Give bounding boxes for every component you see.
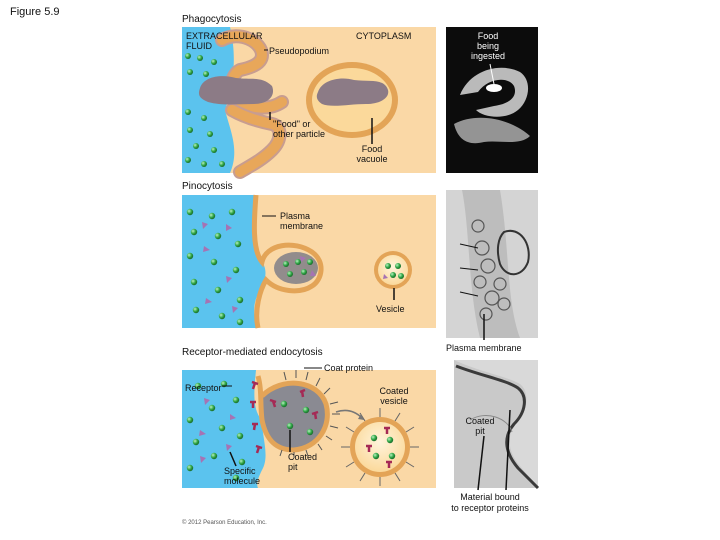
pinocytosis-panel (182, 190, 538, 340)
food-ingested-label-line1: Food (477, 31, 499, 41)
micrograph-coated-pit-label-line1: Coated (465, 416, 495, 426)
coated-pit-label-line2: pit (288, 462, 298, 472)
plasma-membrane-pino (251, 194, 324, 329)
plasma-membrane-label-line2: membrane (280, 221, 324, 231)
copyright-notice: © 2012 Pearson Education, Inc. (182, 520, 267, 526)
extracellular-fluid-2 (182, 195, 266, 328)
food-particle-label-line1: "Food" or (273, 119, 311, 129)
pseudopodium-membrane (217, 31, 287, 113)
food-particle (198, 76, 274, 105)
figure-label: Figure 5.9 (10, 6, 60, 18)
food-particle-label-line2: other particle (273, 129, 326, 139)
receptor-label: Receptor (185, 383, 222, 393)
micrograph-plasma-membrane-label: Plasma membrane (446, 343, 522, 353)
micrograph-coated-pit-label-line2: pit (475, 426, 485, 436)
food-ingested-label-line3: ingested (470, 51, 506, 61)
coat-proteins-vesicle (341, 408, 419, 486)
plasma-membrane-label-line1: Plasma (280, 211, 311, 221)
extracellular-molecules-2 (186, 208, 244, 326)
receptor-mediated-title: Receptor-mediated endocytosis (182, 347, 323, 358)
specific-molecule-label-line1: Specific (224, 466, 256, 476)
vesicle-label: Vesicle (376, 304, 405, 314)
food-ingested-label-line2: being (476, 41, 500, 51)
cytoplasm-label: CYTOPLASM (356, 31, 412, 41)
extracellular-molecules-3 (186, 380, 314, 482)
coat-proteins-pit (279, 370, 340, 458)
material-bound-label-line2: to receptor proteins (451, 503, 529, 513)
specific-molecule-label-line2: molecule (224, 476, 261, 486)
receptor-mediated-panel (182, 360, 540, 491)
food-vacuole-label-line2: vacuole (356, 154, 388, 164)
coat-protein-label: Coat protein (324, 363, 374, 373)
phagocytosis-panel (182, 27, 538, 179)
pseudopodium-label: Pseudopodium (269, 46, 330, 56)
pinocytosis-title: Pinocytosis (182, 181, 233, 192)
extracellular-fluid-label-line2: FLUID (186, 41, 213, 51)
receptors (250, 380, 319, 454)
coated-vesicle-label-line1: Coated (379, 386, 409, 396)
extracellular-fluid-label-line1: EXTRACELLULAR (186, 31, 263, 41)
phagocytosis-title: Phagocytosis (182, 14, 242, 25)
coated-pit-label-line1: Coated (288, 452, 318, 462)
extracellular-molecules-1 (185, 53, 225, 167)
food-vacuole-label-line1: Food (361, 144, 383, 154)
material-bound-label-line1: Material bound (460, 492, 520, 502)
coated-vesicle-label-line2: vesicle (380, 396, 408, 406)
